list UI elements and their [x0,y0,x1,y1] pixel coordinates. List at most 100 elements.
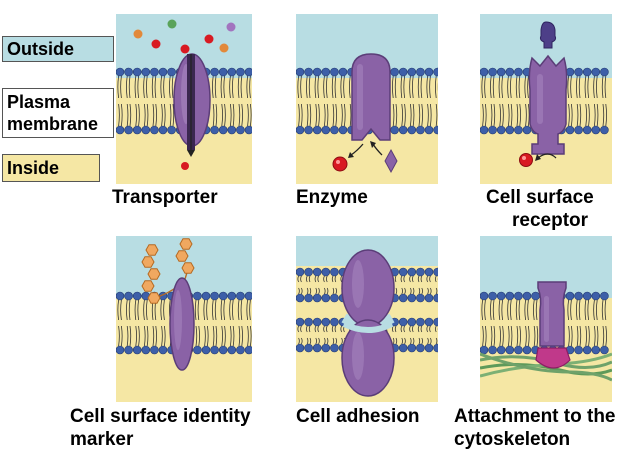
lipid-tail [515,75,518,99]
lipid-tail [241,325,243,347]
lipid-tail [576,75,578,99]
lipid-head [479,125,489,135]
lipid-tail [308,75,311,99]
lipid-head [295,343,305,353]
protein-highlight [357,64,363,130]
lipid-tail [417,325,420,333]
lipid-head [150,125,159,135]
sugar-unit [141,280,155,292]
lipid-head [338,67,348,77]
lipid-head [201,345,211,355]
lipid-head [132,125,142,135]
lipid-tail [324,103,326,127]
lipid-tail [317,75,319,99]
lipid-head [218,291,228,301]
lipid-tail [237,299,240,321]
lipid-tail [137,75,139,99]
lipid-tail [412,337,415,345]
lipid-tail [605,325,607,347]
lipid-head [124,345,133,355]
lipid-tail [502,325,504,347]
lipid-head [304,343,313,353]
lipid-tail [135,325,137,347]
lipid-tail [155,325,157,347]
lipid-tail [301,337,303,345]
lipid-tail [315,337,317,345]
sugar-unit [179,238,193,250]
lipid-tail [317,275,319,283]
cytoskeleton-panel [479,236,613,407]
lipid-tail [326,275,328,283]
lipid-tail [427,337,429,345]
lipid-tail [579,325,582,347]
lipid-tail [300,275,302,283]
protein-highlight [352,260,364,308]
sugar-unit [147,268,161,280]
adhesion-caption: Cell adhesion [296,406,420,427]
lipid-head [416,125,425,135]
lipid-head [398,67,408,77]
lipid-tail [308,325,311,333]
lipid-tail [426,275,428,283]
lipid-tail [155,103,157,127]
molecule-green [167,19,177,29]
lipid-tail [528,103,530,127]
lipid-head [390,67,399,77]
lipid-tail [524,299,526,321]
lipid-head [574,67,583,77]
lipid-tail [570,299,572,321]
lipid-tail [578,299,581,321]
molecule-red [151,39,161,49]
lipid-tail [323,275,325,283]
lipid-tail [332,337,335,345]
lipid-tail [392,337,395,345]
molecule-purple [226,22,236,32]
lipid-head [582,291,592,301]
sugar-unit [145,244,159,256]
lipid-head [321,125,331,135]
lipid-tail [394,75,397,99]
lipid-tail [510,325,513,347]
signal-product-molecule [519,153,533,167]
lipid-tail [518,299,521,321]
lipid-tail [596,103,599,127]
lipid-tail [324,337,326,345]
lipid-head [244,345,254,355]
lipid-head [398,343,408,353]
lipid-head [591,67,601,77]
lipid-tail [340,325,342,333]
lipid-tail [533,299,535,321]
lipid-tail [427,287,429,295]
lipid-head [132,345,142,355]
lipid-tail [596,325,599,347]
lipid-tail [332,103,335,127]
lipid-tail [510,103,513,127]
lipid-tail [129,325,132,347]
enzyme-caption: Enzyme [296,187,368,208]
lipid-tail [232,325,235,347]
arrow-head [348,152,354,158]
lipid-head [304,67,313,77]
lipid-tail [429,325,431,333]
lipid-tail [121,103,123,127]
lipid-head [330,267,339,277]
lipid-tail [240,299,243,321]
lipid-tail [571,103,573,127]
lipid-tail [126,299,128,321]
lipid-head [416,317,425,327]
lipid-tail [223,299,225,321]
lipid-head [304,267,313,277]
lipid-head [115,345,125,355]
lipid-tail [249,75,251,99]
lipid-tail [301,287,303,295]
lipid-tail [403,275,405,283]
lipid-tail [117,299,119,321]
lipid-tail [221,325,223,347]
lipid-tail [481,299,483,321]
linker-protein [535,347,571,369]
lipid-tail [515,299,518,321]
sugar-unit [175,250,189,262]
lipid-head [321,343,331,353]
lipid-head [416,67,425,77]
identity-caption-line1: Cell surface identity [70,406,251,427]
